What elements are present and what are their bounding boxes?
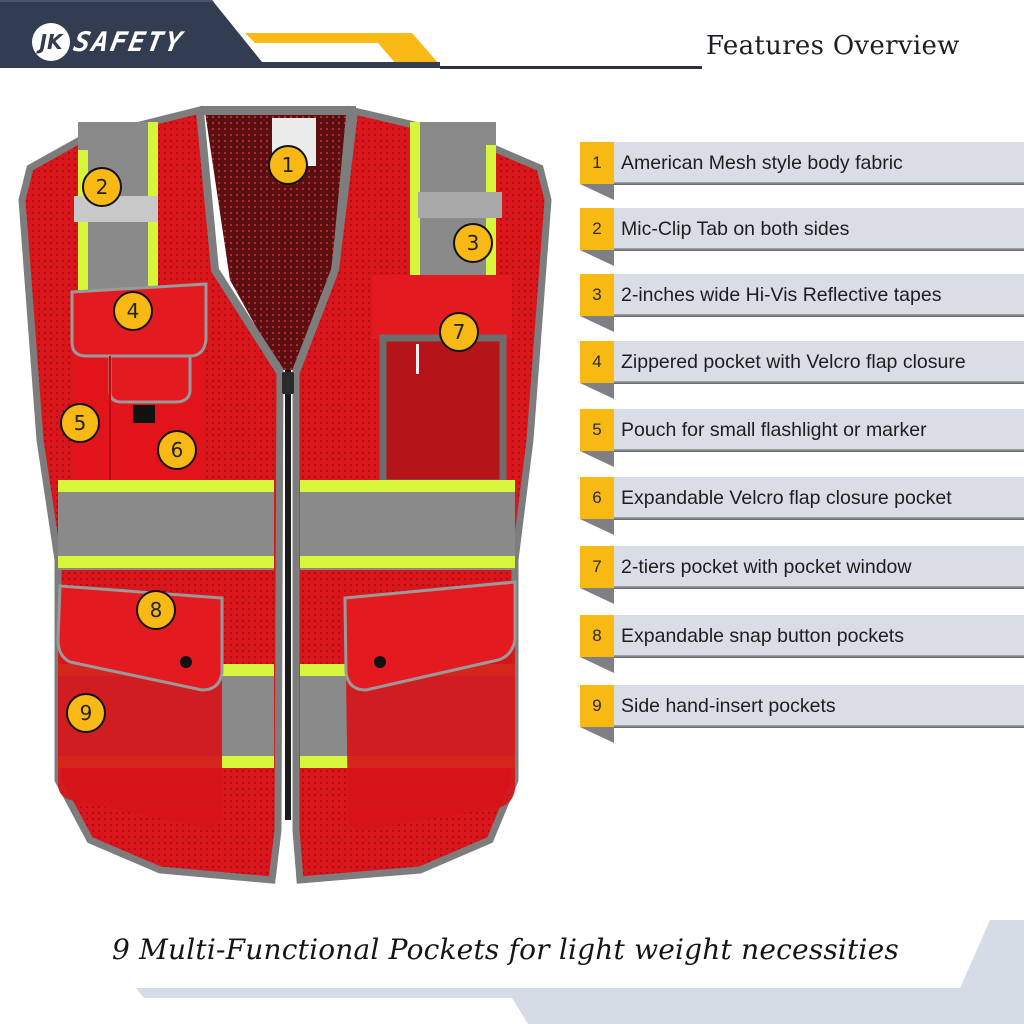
feature-number: 1 [580,142,614,184]
vest-illustration [18,105,552,884]
feature-bar [614,341,1024,381]
callout-1: 1 [268,145,308,185]
feature-bar-shadow [614,655,1024,658]
callout-9: 9 [66,693,106,733]
feature-item-2: 2 Mic-Clip Tab on both sides [580,208,1024,266]
ribbon-fold-icon [580,657,614,673]
feature-bar-shadow [614,248,1024,251]
ribbon-fold-icon [580,588,614,604]
feature-label: Side hand-insert pockets [621,695,836,717]
feature-number: 8 [580,615,614,657]
ribbon-fold-icon [580,250,614,266]
ribbon-fold-icon [580,184,614,200]
feature-bar-shadow [614,314,1024,317]
ribbon-fold-icon [580,316,614,332]
feature-label: American Mesh style body fabric [621,152,903,174]
feature-bar [614,685,1024,725]
feature-bar [614,615,1024,655]
feature-item-1: 1 American Mesh style body fabric [580,142,1024,200]
feature-number: 9 [580,685,614,727]
feature-number: 6 [580,477,614,519]
page-title: Features Overview [706,31,960,61]
callout-5: 5 [60,403,100,443]
title-underline [440,66,702,69]
callout-2: 2 [82,167,122,207]
feature-bar [614,477,1024,517]
ribbon-fold-icon [580,383,614,399]
feature-bar [614,274,1024,314]
feature-bar-shadow [614,449,1024,452]
feature-number: 4 [580,341,614,383]
callout-4: 4 [113,291,153,331]
feature-number: 5 [580,409,614,451]
safety-vest-image: 1 2 3 4 5 6 7 8 9 [0,0,570,900]
feature-label: Pouch for small flashlight or marker [621,419,927,441]
feature-bar [614,546,1024,586]
feature-number: 7 [580,546,614,588]
feature-bar-shadow [614,725,1024,728]
callout-8: 8 [136,590,176,630]
feature-item-5: 5 Pouch for small flashlight or marker [580,409,1024,467]
feature-bar-shadow [614,586,1024,589]
feature-item-3: 3 2-inches wide Hi-Vis Reflective tapes [580,274,1024,332]
feature-bar [614,208,1024,248]
feature-number: 2 [580,208,614,250]
callout-3: 3 [453,223,493,263]
feature-label: 2-tiers pocket with pocket window [621,556,912,578]
feature-item-8: 8 Expandable snap button pockets [580,615,1024,673]
feature-label: 2-inches wide Hi-Vis Reflective tapes [621,284,942,306]
feature-item-4: 4 Zippered pocket with Velcro flap closu… [580,341,1024,399]
feature-bar [614,142,1024,182]
feature-label: Expandable Velcro flap closure pocket [621,487,952,509]
feature-item-7: 7 2-tiers pocket with pocket window [580,546,1024,604]
feature-label: Mic-Clip Tab on both sides [621,218,850,240]
callout-7: 7 [439,312,479,352]
feature-bar-shadow [614,381,1024,384]
logo-mark-icon: JK [32,23,70,61]
feature-item-6: 6 Expandable Velcro flap closure pocket [580,477,1024,535]
feature-bar-shadow [614,182,1024,185]
callout-6: 6 [157,430,197,470]
feature-number: 3 [580,274,614,316]
feature-bar-shadow [614,517,1024,520]
feature-bar [614,409,1024,449]
footer-tagline: 9 Multi-Functional Pockets for light wei… [112,933,899,966]
feature-label: Zippered pocket with Velcro flap closure [621,351,966,373]
brand-logo: JK SAFETY [32,22,186,62]
ribbon-fold-icon [580,519,614,535]
ribbon-fold-icon [580,727,614,743]
ribbon-fold-icon [580,451,614,467]
feature-item-9: 9 Side hand-insert pockets [580,685,1024,743]
feature-label: Expandable snap button pockets [621,625,904,647]
